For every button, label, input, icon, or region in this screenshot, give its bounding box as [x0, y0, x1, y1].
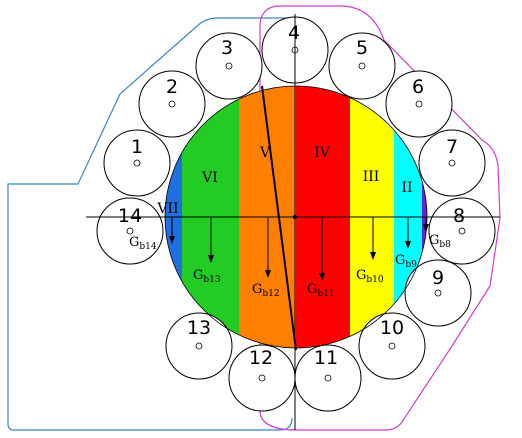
ball-3: 3: [195, 32, 263, 100]
force-arrow-gb11: [319, 217, 325, 281]
ball-label-13: 13: [187, 317, 211, 339]
ball-label-2: 2: [166, 76, 178, 98]
disc-center-point: [292, 214, 298, 220]
ball-7: 7: [418, 129, 486, 197]
zone-label-III: III: [363, 169, 380, 185]
ball-label-9: 9: [432, 267, 444, 289]
ball-1: 1: [103, 129, 171, 197]
ball-13: 13: [165, 312, 233, 380]
ball-5: 5: [328, 32, 396, 100]
force-arrow-gb14: [169, 217, 175, 244]
ball-label-4: 4: [288, 22, 300, 44]
force-label-gb11: Gb11: [307, 282, 335, 299]
ball-10: 10: [358, 312, 426, 380]
force-arrow-gb9: [405, 217, 411, 249]
ball-11: 11: [294, 344, 362, 412]
ball-8: 8: [428, 197, 496, 265]
force-arrow-gb12: [265, 217, 271, 278]
force-label-gb12: Gb12: [252, 282, 280, 299]
ball-label-1: 1: [131, 136, 143, 158]
ball-9: 9: [404, 259, 472, 327]
ball-label-11: 11: [314, 347, 338, 369]
zone-label-V: V: [259, 145, 271, 161]
zone-label-VII: VII: [156, 201, 178, 217]
left-housing-outline: [7, 17, 293, 431]
ball-label-5: 5: [356, 37, 368, 59]
zone-label-II: II: [401, 180, 412, 196]
force-arrows: [169, 217, 429, 281]
ball-label-14: 14: [118, 205, 142, 227]
force-arrow-gb13: [208, 217, 214, 263]
ball-label-6: 6: [412, 76, 424, 98]
right-housing-outline: [259, 5, 501, 431]
ball-label-8: 8: [453, 205, 465, 227]
ball-14: 14: [96, 197, 164, 265]
ball-label-12: 12: [249, 347, 273, 369]
ball-label-10: 10: [380, 317, 404, 339]
force-arrow-gb10: [370, 217, 376, 260]
ball-2: 2: [138, 70, 206, 138]
ball-label-3: 3: [221, 37, 233, 59]
force-label-gb13: Gb13: [193, 268, 221, 285]
zone-label-VI: VI: [201, 170, 218, 186]
ball-ring: 1 2 3 4 5 6 7 8 9 10 11 12 13 14: [96, 16, 496, 412]
load-direction-line: [261, 85, 297, 351]
zone-label-IV: IV: [314, 145, 331, 161]
ball-label-7: 7: [446, 136, 458, 158]
force-arrow-gb8: [423, 217, 429, 232]
ball-6: 6: [385, 70, 453, 138]
ball-12: 12: [228, 344, 296, 412]
zone-IV-band: [296, 86, 350, 348]
force-label-gb10: Gb10: [356, 268, 384, 285]
force-label-gb8: Gb8: [429, 233, 451, 250]
force-label-gb14: Gb14: [129, 235, 157, 252]
force-label-gb9: Gb9: [395, 253, 417, 270]
